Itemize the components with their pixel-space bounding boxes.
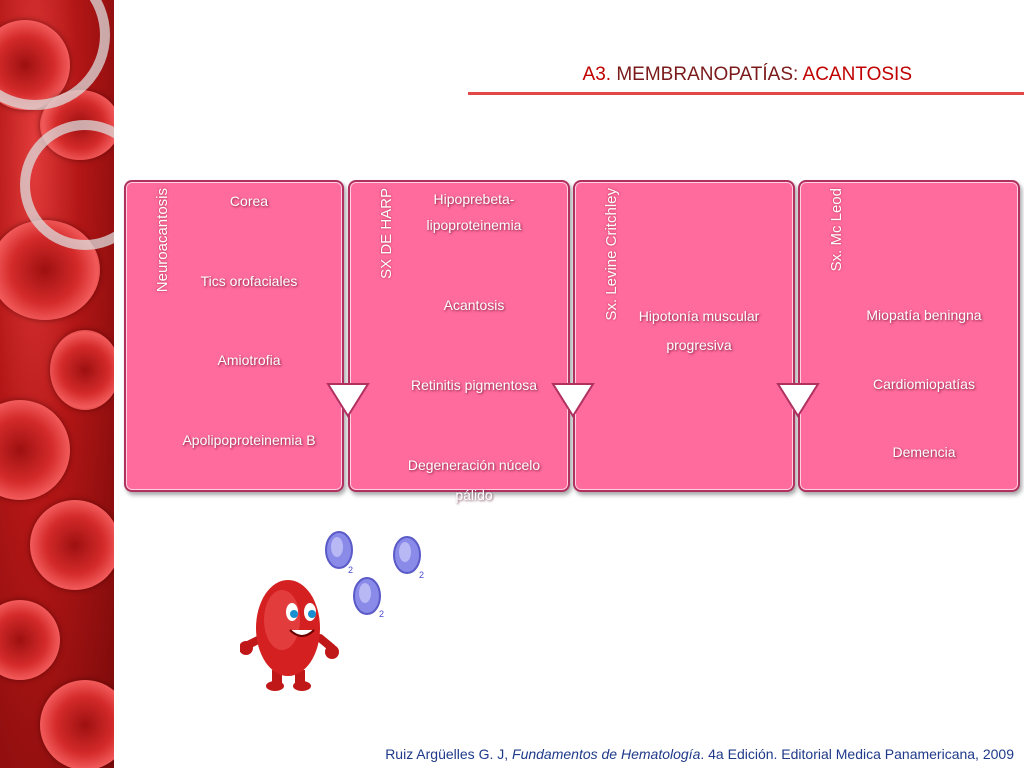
oxygen-molecule-icon <box>324 530 354 575</box>
citation-author: Ruiz Argüelles G. J, <box>385 746 513 762</box>
box-sx-levine-critchley: Sx. Levine Critchley Hipotonía muscular … <box>573 180 795 492</box>
box-item: pálido <box>455 487 493 503</box>
blood-cells-decoration <box>0 0 114 768</box>
blood-cell-image <box>0 600 60 680</box>
oxygen-subscript: 2 <box>379 609 385 619</box>
title-underline <box>468 92 1024 95</box>
oxygen-subscript: 2 <box>348 565 354 575</box>
box-item: progresiva <box>666 337 732 353</box>
box-neuroacantosis: Neuroacantosis Corea Tics orofaciales Am… <box>124 180 344 492</box>
box-item: lipoproteinemia <box>426 217 522 233</box>
box-item: Miopatía beningna <box>866 307 982 323</box>
title-accent: ACANTOSIS <box>802 64 912 85</box>
ring-decoration <box>0 0 110 110</box>
box-label: Sx. Levine Critchley <box>603 188 620 321</box>
citation-book: Fundamentos de Hematología <box>512 746 701 762</box>
box-item: Hipoprebeta- <box>433 191 515 207</box>
box-item: Amiotrofia <box>217 352 281 368</box>
blood-cell-image <box>30 500 114 590</box>
box-item: Demencia <box>892 444 956 460</box>
oxygen-subscript: 2 <box>419 570 425 580</box>
red-blood-cell-mascot-icon <box>239 570 340 700</box>
box-item: Acantosis <box>443 297 505 313</box>
page-title: A3. MEMBRANOPATÍAS: ACANTOSIS <box>470 64 912 86</box>
blood-cell-image <box>40 680 114 768</box>
box-item: Corea <box>229 193 269 209</box>
box-item: Retinitis pigmentosa <box>410 377 538 393</box>
citation-rest: . 4a Edición. Editorial Medica Panameric… <box>700 746 1014 762</box>
oxygen-molecule-icon <box>352 576 382 621</box>
box-item: Degeneración núcelo <box>407 457 541 473</box>
box-item: Apolipoproteinemia B <box>182 432 316 448</box>
title-prefix: A3. <box>582 64 612 85</box>
box-item: Cardiomiopatías <box>873 376 975 392</box>
citation: Ruiz Argüelles G. J, Fundamentos de Hema… <box>385 746 1014 762</box>
box-item: Tics orofaciales <box>200 273 298 289</box>
oxygen-molecule-icon <box>392 535 422 580</box>
blood-cell-image <box>0 400 70 500</box>
box-sx-de-harp: SX DE HARP Hipoprebeta- lipoproteinemia … <box>348 180 570 503</box>
blood-cell-image <box>50 330 114 410</box>
box-label: Sx. Mc Leod <box>828 188 845 272</box>
title-middle: MEMBRANOPATÍAS: <box>611 64 803 85</box>
box-item: Hipotonía muscular <box>638 308 760 324</box>
ring-decoration <box>20 120 114 250</box>
box-sx-mc-leod: Sx. Mc Leod Miopatía beningna Cardiomiop… <box>798 180 1020 492</box>
